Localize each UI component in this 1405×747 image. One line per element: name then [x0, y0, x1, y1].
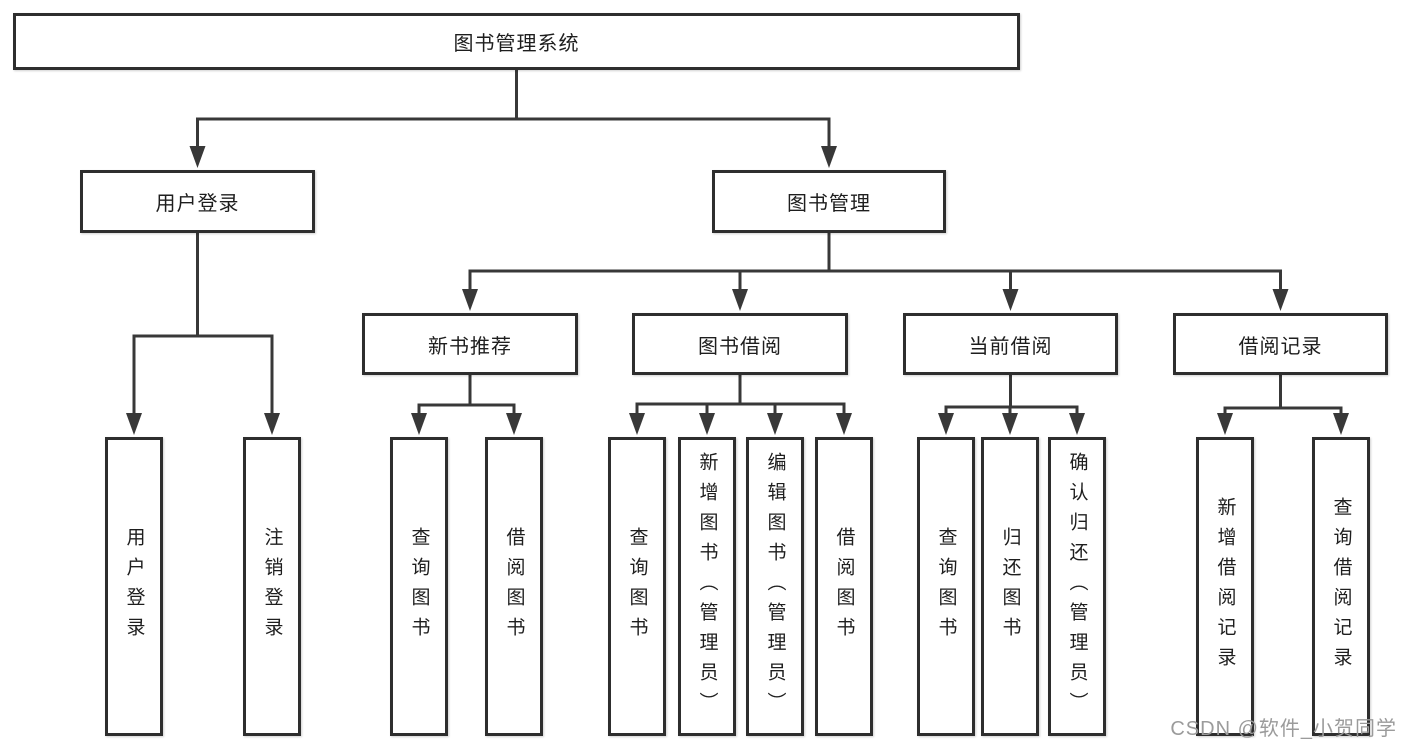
node-new-book-recommend: 新书推荐 [362, 313, 578, 375]
leaf-edit-book-admin: 编辑图书（管理员） [746, 437, 804, 736]
node-book-borrow-label: 图书借阅 [698, 335, 782, 358]
leaf-current-query-books-label: 查询图书 [935, 526, 957, 647]
leaf-add-borrow-record: 新增借阅记录 [1196, 437, 1254, 736]
node-root-system: 图书管理系统 [13, 13, 1020, 70]
node-user-login-label: 用户登录 [155, 193, 240, 215]
node-book-borrow: 图书借阅 [632, 313, 848, 375]
leaf-confirm-return-admin: 确认归还（管理员） [1048, 437, 1106, 736]
leaf-borrow-book-label: 借阅图书 [833, 526, 855, 647]
leaf-borrow-query-books-label: 查询图书 [626, 526, 648, 647]
leaf-query-borrow-record-label: 查询借阅记录 [1330, 496, 1352, 677]
leaf-newbook-borrow-books-label: 借阅图书 [503, 526, 525, 647]
leaf-add-book-admin-label: 新增图书（管理员） [696, 451, 718, 722]
leaf-query-borrow-record: 查询借阅记录 [1312, 437, 1370, 736]
leaf-add-book-admin: 新增图书（管理员） [678, 437, 736, 736]
csdn-watermark: CSDN @软件_小贺同学 [1170, 718, 1397, 740]
node-current-borrow-label: 当前借阅 [968, 335, 1053, 358]
leaf-return-book: 归还图书 [981, 437, 1039, 736]
leaf-logout: 注销登录 [243, 437, 301, 736]
leaf-logout-label: 注销登录 [261, 526, 283, 647]
leaf-newbook-borrow-books: 借阅图书 [485, 437, 543, 736]
node-borrow-records-label: 借阅记录 [1238, 335, 1323, 358]
node-borrow-records: 借阅记录 [1173, 313, 1388, 375]
leaf-edit-book-admin-label: 编辑图书（管理员） [764, 451, 786, 722]
leaf-add-borrow-record-label: 新增借阅记录 [1214, 496, 1236, 677]
node-book-management: 图书管理 [712, 170, 946, 233]
node-current-borrow: 当前借阅 [903, 313, 1118, 375]
leaf-borrow-book: 借阅图书 [815, 437, 873, 736]
leaf-newbook-query-books-label: 查询图书 [408, 526, 430, 647]
node-root-system-label: 图书管理系统 [453, 33, 580, 55]
node-user-login: 用户登录 [80, 170, 315, 233]
leaf-borrow-query-books: 查询图书 [608, 437, 666, 736]
node-new-book-recommend-label: 新书推荐 [428, 335, 512, 358]
leaf-user-login: 用户登录 [105, 437, 163, 736]
leaf-return-book-label: 归还图书 [999, 526, 1021, 647]
leaf-newbook-query-books: 查询图书 [390, 437, 448, 736]
leaf-confirm-return-admin-label: 确认归还（管理员） [1066, 451, 1088, 722]
node-book-management-label: 图书管理 [787, 193, 871, 215]
leaf-current-query-books: 查询图书 [917, 437, 975, 736]
leaf-user-login-label: 用户登录 [123, 526, 145, 647]
